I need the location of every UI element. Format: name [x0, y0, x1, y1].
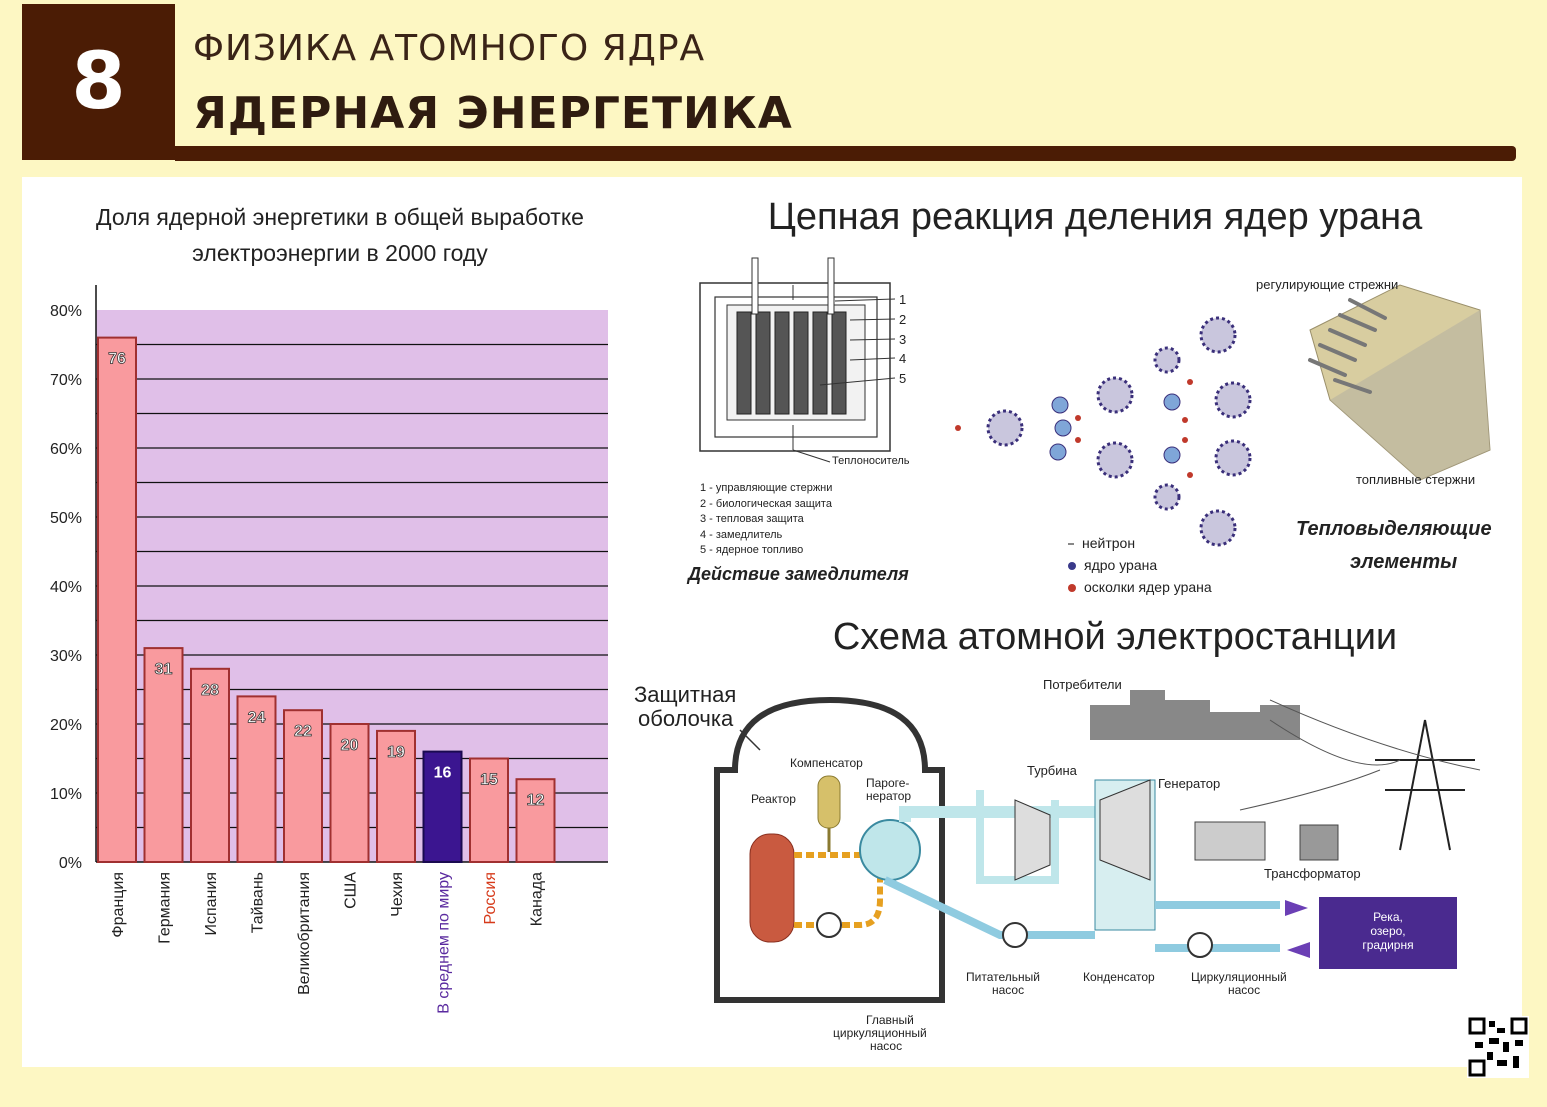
transformer-label: Трансформатор	[1264, 866, 1361, 881]
legend-uranium: ядро урана	[1068, 554, 1212, 576]
compensator-label: Компенсатор	[790, 756, 863, 770]
shell-label-1: Защитная	[634, 682, 737, 707]
shell-label-2: оболочка	[638, 706, 734, 731]
qr-code-icon	[1467, 1016, 1529, 1078]
turbine-label: Турбина	[1027, 763, 1077, 778]
feed-pump-label-1: Питательный	[966, 970, 1040, 984]
reactor-num-4: 4	[899, 351, 907, 366]
steam-gen-label-2: нератор	[866, 789, 912, 803]
condenser-label: Конденсатор	[1083, 970, 1155, 984]
plant-title: Схема атомной электростанции	[832, 616, 1398, 658]
reactor-legend: 1 - управляющие стержни 2 - биологическа…	[700, 481, 832, 559]
circ-pump-label-2: насос	[1228, 983, 1261, 997]
fuel-rods-label: топливные стержни	[1356, 472, 1476, 487]
reactor-num-3: 3	[899, 332, 907, 347]
river-label: Река, озеро, градирня	[1362, 910, 1414, 952]
subject-title: ФИЗИКА АТОМНОГО ЯДРА	[193, 28, 706, 69]
reactor-num-2: 2	[899, 312, 907, 327]
chart-title-line1: Доля ядерной энергетики в общей выработк…	[96, 204, 584, 230]
legend-fragments: осколки ядер урана	[1068, 576, 1212, 598]
topic-title: ЯДЕРНАЯ ЭНЕРГЕТИКА	[193, 88, 793, 139]
reactor-num-1: 1	[899, 292, 907, 307]
section-number: 8	[22, 4, 175, 160]
control-rods-label: регулирующие стрежни	[1256, 277, 1399, 292]
feed-pump-label-2: насос	[992, 983, 1025, 997]
steam-gen-label-1: Пароге-	[866, 776, 910, 790]
legend-item: 5 - ядерное топливо	[700, 544, 804, 556]
header-divider	[175, 146, 1516, 161]
legend-neutron: нейтрон	[1068, 532, 1212, 554]
fuel-caption-1: Тепловыделяющие	[1296, 518, 1492, 540]
chain-title: Цепная реакция деления ядер урана	[767, 196, 1423, 238]
consumers-label: Потребители	[1043, 677, 1122, 692]
legend-item: 2 - биологическая защита	[700, 497, 832, 510]
main-pump-label-2: циркуляционный	[833, 1026, 927, 1040]
chart-title-line2: электроэнергии в 2000 году	[192, 240, 488, 266]
reactor-num-5: 5	[899, 371, 907, 386]
legend-item: 1 - управляющие стержни	[700, 482, 833, 494]
moderator-caption: Действие замедлителя	[688, 564, 909, 584]
reactor-label: Реактор	[751, 792, 796, 806]
main-pump-label-3: насос	[870, 1039, 903, 1053]
circ-pump-label-1: Циркуляционный	[1191, 970, 1287, 984]
particle-legend: нейтрон ядро урана осколки ядер урана	[1068, 532, 1212, 598]
main-pump-label-1: Главный	[866, 1013, 914, 1027]
legend-item: 3 - тепловая защита	[700, 513, 804, 525]
coolant-label: Теплоноситель	[832, 455, 910, 467]
fuel-caption-2: элементы	[1350, 551, 1458, 573]
generator-label: Генератор	[1158, 776, 1221, 791]
legend-item: 4 - замедлитель	[700, 528, 783, 541]
